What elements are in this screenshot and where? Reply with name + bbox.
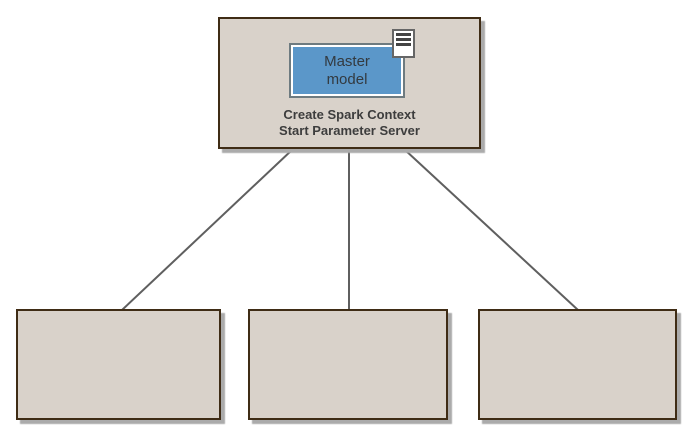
master-model-box: Master model	[289, 43, 405, 98]
worker-node-3	[478, 309, 677, 420]
master-model-label-line2: model	[326, 70, 368, 88]
master-node: Master model Create Spark Context Start …	[218, 17, 481, 149]
note-document-icon	[392, 29, 415, 58]
master-caption-line1: Create Spark Context	[283, 107, 416, 122]
master-caption: Create Spark Context Start Parameter Ser…	[220, 107, 479, 139]
master-model-label-line1: Master	[324, 52, 370, 70]
connector-right	[403, 148, 579, 311]
note-icon-line	[396, 33, 411, 36]
worker-node-2	[248, 309, 448, 420]
master-model-label: Master model	[293, 47, 401, 94]
note-icon-line	[396, 38, 411, 41]
note-icon-line	[396, 43, 411, 46]
connector-left	[121, 148, 294, 311]
worker-node-1	[16, 309, 221, 420]
master-caption-line2: Start Parameter Server	[279, 123, 420, 138]
